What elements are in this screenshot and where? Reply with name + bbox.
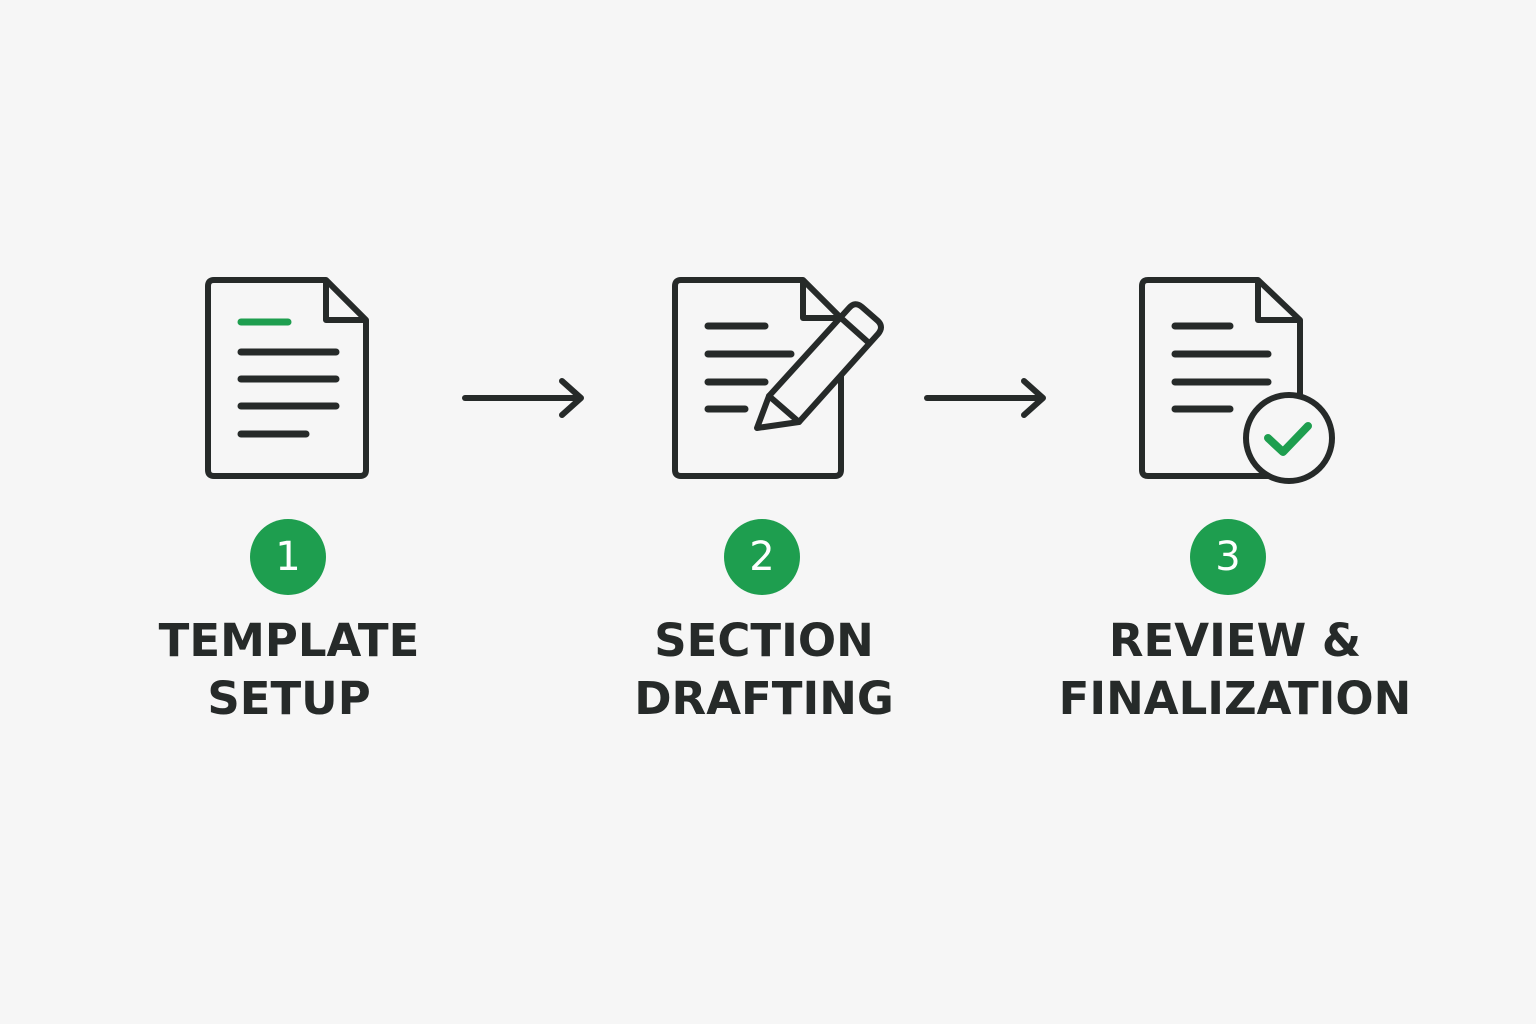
document-check-icon bbox=[1139, 277, 1338, 488]
check-circle-icon bbox=[1243, 392, 1335, 484]
step-label: TEMPLATE SETUP bbox=[89, 612, 489, 728]
step-label-line: REVIEW & bbox=[1108, 614, 1362, 667]
step-label-line: SETUP bbox=[207, 672, 371, 725]
document-edit-icon bbox=[672, 277, 888, 480]
step-number-badge: 1 bbox=[250, 519, 326, 595]
document-icon bbox=[205, 277, 370, 480]
step-label-line: DRAFTING bbox=[634, 672, 894, 725]
step-label-line: SECTION bbox=[654, 614, 874, 667]
step-number-badge: 3 bbox=[1190, 519, 1266, 595]
step-number-badge: 2 bbox=[724, 519, 800, 595]
step-label: SECTION DRAFTING bbox=[564, 612, 964, 728]
step-label: REVIEW & FINALIZATION bbox=[1035, 612, 1435, 728]
step-label-line: FINALIZATION bbox=[1058, 672, 1412, 725]
pencil-icon bbox=[754, 301, 884, 431]
arrow-right-icon bbox=[924, 378, 1048, 418]
arrow-right-icon bbox=[462, 378, 586, 418]
step-label-line: TEMPLATE bbox=[158, 614, 420, 667]
